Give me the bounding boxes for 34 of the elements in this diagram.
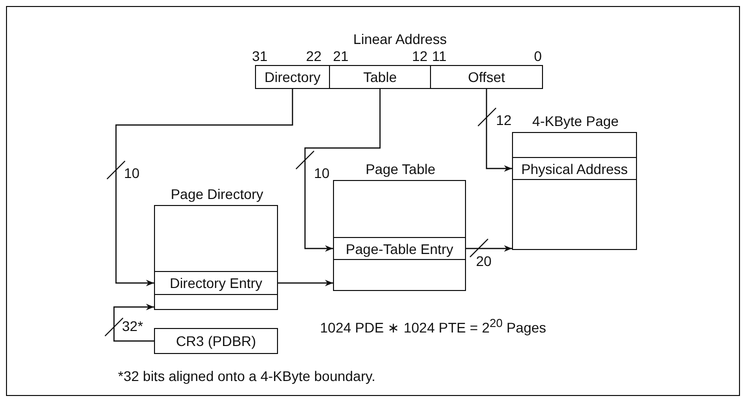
- register-box: [154, 328, 278, 354]
- arrow: [113, 304, 154, 342]
- box-heading: 4-KByte Page: [531, 113, 620, 129]
- edge-label: 20: [476, 253, 492, 269]
- entry-label: Page-Table Entry: [344, 240, 454, 258]
- arrow: [486, 89, 512, 172]
- entry-row: [154, 271, 278, 295]
- entry-row: [512, 157, 637, 180]
- entry-row: [333, 237, 466, 260]
- arrow: [278, 280, 333, 286]
- entry-label: Directory: [263, 68, 322, 87]
- bit-number: 11: [432, 48, 447, 64]
- entry-label: CR3 (PDBR): [174, 332, 258, 351]
- bit-number: 0: [534, 48, 542, 64]
- edge-label: 10: [314, 165, 330, 181]
- arrow: [304, 89, 381, 252]
- edge-label: 10: [124, 165, 140, 181]
- box-heading: Page Directory: [170, 186, 264, 202]
- entry-label: Table: [362, 68, 398, 87]
- bit-number: 22: [306, 48, 322, 64]
- bit-number: 21: [333, 48, 349, 64]
- bit-number: 31: [252, 48, 268, 64]
- entry-label: Physical Address: [520, 160, 629, 178]
- footnote: *32 bits aligned onto a 4-KByte boundary.: [118, 368, 376, 384]
- arrow: [466, 245, 512, 252]
- formula-note: 1024 PDE ∗ 1024 PTE = 2$^{20}$ Pages: [320, 316, 546, 336]
- box-heading: Page Table: [364, 161, 436, 177]
- arrow: [115, 89, 294, 286]
- bit-number: 12: [412, 48, 428, 64]
- edge-label: 12: [496, 112, 512, 128]
- box-heading: Linear Address: [352, 31, 448, 47]
- entry-label: Offset: [466, 68, 506, 87]
- entry-label: Directory Entry: [168, 274, 264, 293]
- edge-label: 32*: [122, 318, 144, 334]
